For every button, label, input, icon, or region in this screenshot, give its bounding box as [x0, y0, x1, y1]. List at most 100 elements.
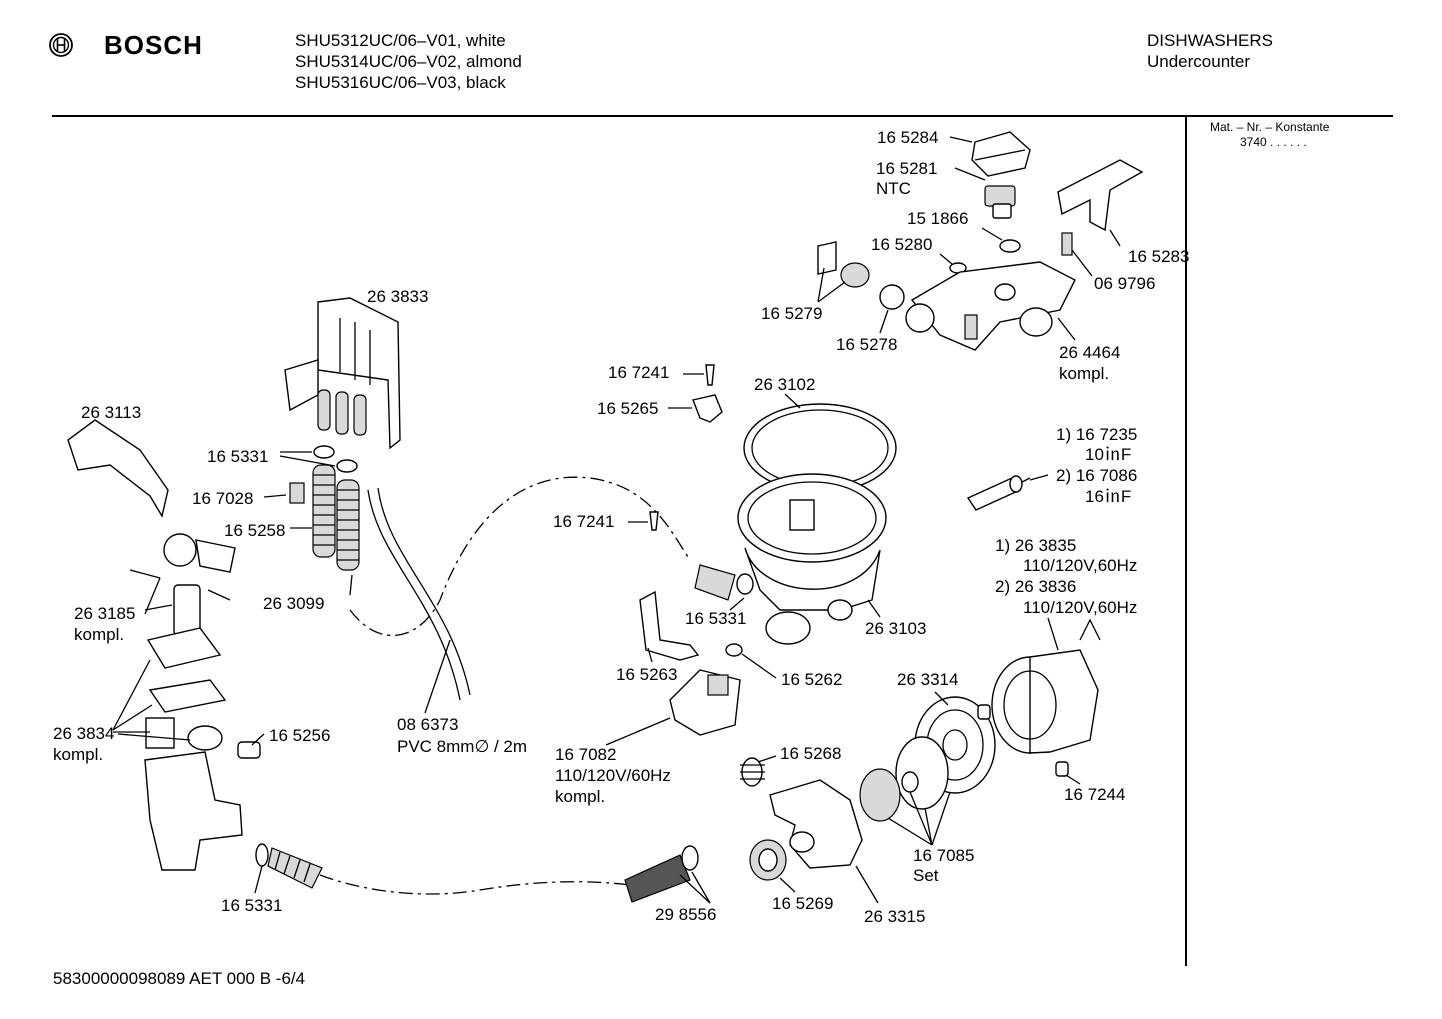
part-label-165283: 16 5283	[1128, 247, 1190, 266]
part-label-298556: 29 8556	[655, 905, 717, 924]
part-label-167082: 16 7082	[555, 745, 617, 764]
part-label-263314: 26 3314	[897, 670, 959, 689]
part-air-break-263833	[284, 297, 401, 450]
part-label-263103: 26 3103	[865, 619, 927, 638]
part-spring-165268	[740, 757, 765, 787]
part-impeller	[859, 768, 901, 822]
part-clamp-ring	[765, 611, 811, 645]
part-label-167028: 16 7028	[192, 489, 254, 508]
part-label-263113: 26 3113	[81, 403, 142, 422]
part-label-263836-spec: 110/120V,60Hz	[1023, 598, 1138, 617]
part-oring-165331-a	[313, 445, 335, 459]
part-circulation-motor-263835	[991, 618, 1101, 754]
part-clip-069796	[1061, 232, 1073, 256]
part-label-165279: 16 5279	[761, 304, 823, 323]
part-label-165331-c: 16 5331	[221, 896, 283, 915]
hose-route-lower	[319, 874, 631, 895]
part-pump-housing-263315	[769, 779, 863, 869]
part-label-263836: 2) 26 3836	[995, 577, 1077, 596]
part-sensor-assembly-263185	[129, 533, 236, 636]
part-ntc-sensor	[984, 185, 1016, 219]
part-hose-298556	[624, 845, 699, 903]
part-label-165262: 16 5262	[781, 670, 843, 689]
part-label-263833: 26 3833	[367, 287, 429, 306]
part-label-151866: 15 1866	[907, 209, 969, 228]
part-bushing-167244-a	[977, 704, 991, 720]
part-label-167235: 1) 16 7235	[1056, 425, 1138, 444]
bosch-logo-icon	[49, 33, 73, 57]
model-line-1: SHU5312UC/06–V01, white	[295, 31, 506, 50]
part-manifold-264464	[905, 261, 1076, 351]
part-label-167241-b: 16 7241	[553, 512, 615, 531]
part-corrugated-hose-left	[267, 847, 323, 889]
part-cover-263113	[67, 419, 169, 518]
model-line-2: SHU5314UC/06–V02, almond	[295, 52, 522, 71]
part-label-167082-kompl: kompl.	[555, 787, 606, 806]
part-sump-263103	[737, 473, 887, 621]
category-title: DISHWASHERS	[1147, 31, 1273, 50]
part-label-263835-spec: 110/120V,60Hz	[1023, 556, 1138, 575]
part-label-165256: 16 5256	[269, 726, 331, 745]
part-label-263102: 26 3102	[754, 375, 816, 394]
part-label-165263: 16 5263	[616, 665, 678, 684]
part-label-167085: 16 7085	[913, 846, 975, 865]
part-capacitor-167086	[966, 475, 1031, 511]
part-label-086373: 08 6373	[397, 715, 459, 734]
part-label-165269: 16 5269	[772, 894, 834, 913]
part-cover-cap	[971, 131, 1031, 177]
part-spring-hose-165258	[312, 464, 360, 571]
part-clip-167028	[289, 482, 305, 504]
part-label-263315: 26 3315	[864, 907, 926, 926]
part-label-167241-a: 16 7241	[608, 363, 670, 382]
part-small-oring	[901, 771, 919, 793]
part-label-263185-kompl: kompl.	[74, 625, 125, 644]
part-oring-large	[895, 736, 949, 810]
part-label-165278: 16 5278	[836, 335, 898, 354]
part-label-165258: 16 5258	[224, 521, 286, 540]
part-label-165284: 16 5284	[877, 128, 939, 147]
part-bracket-165265	[692, 394, 723, 423]
part-label-264464: 26 4464	[1059, 343, 1121, 362]
part-label-263099: 26 3099	[263, 594, 325, 613]
brand-name: BOSCH	[104, 30, 203, 60]
part-drain-pump-167082	[669, 669, 741, 736]
part-oring-165331-b	[336, 459, 358, 473]
part-label-086373-spec: PVC 8mm∅ / 2m	[397, 737, 528, 756]
part-label-165265: 16 5265	[597, 399, 659, 418]
part-bushing-167244-b	[1055, 761, 1069, 777]
footer-doc-code: 58300000098089 AET 000 B -6/4	[53, 969, 306, 988]
part-label-167086: 2) 16 7086	[1056, 466, 1138, 485]
part-clip-165262	[725, 643, 743, 657]
part-screw-167241-b	[649, 511, 659, 531]
part-label-263834-kompl: kompl.	[53, 745, 104, 764]
part-bracket-165283	[1057, 159, 1144, 232]
part-label-167082-spec: 110/120V/60Hz	[555, 766, 671, 785]
hose-route-upper	[349, 476, 691, 637]
part-seal-165269	[749, 839, 787, 881]
part-oring-165278	[879, 284, 905, 310]
sidebar-label: Mat. – Nr. – Konstante	[1210, 120, 1330, 134]
part-clip-165263	[639, 590, 700, 661]
part-screw-167241-a	[705, 364, 715, 386]
part-label-263185: 26 3185	[74, 604, 136, 623]
part-pvc-hose-086373	[367, 487, 471, 701]
leader-lines	[112, 136, 1121, 904]
part-label-ntc: NTC	[876, 179, 911, 198]
part-label-165268: 16 5268	[780, 744, 842, 763]
sidebar-value: 3740 . . . . . .	[1240, 135, 1307, 149]
part-label-069796: 06 9796	[1094, 274, 1156, 293]
model-line-3: SHU5316UC/06–V03, black	[295, 73, 506, 92]
part-label-264464-kompl: kompl.	[1059, 364, 1110, 383]
part-oring-151866	[999, 239, 1021, 253]
part-connector-165279	[817, 241, 870, 288]
part-label-165331-a: 16 5331	[207, 447, 269, 466]
part-label-167086-cap: 16㏌F	[1085, 487, 1132, 506]
part-label-167244: 16 7244	[1064, 785, 1126, 804]
part-small-hose-165331	[694, 564, 754, 601]
category-subtitle: Undercounter	[1147, 52, 1251, 71]
part-oring-165331-c	[255, 843, 269, 867]
part-label-263835: 1) 26 3835	[995, 536, 1077, 555]
part-label-165281: 16 5281	[876, 159, 938, 178]
part-label-167085-set: Set	[913, 866, 939, 885]
